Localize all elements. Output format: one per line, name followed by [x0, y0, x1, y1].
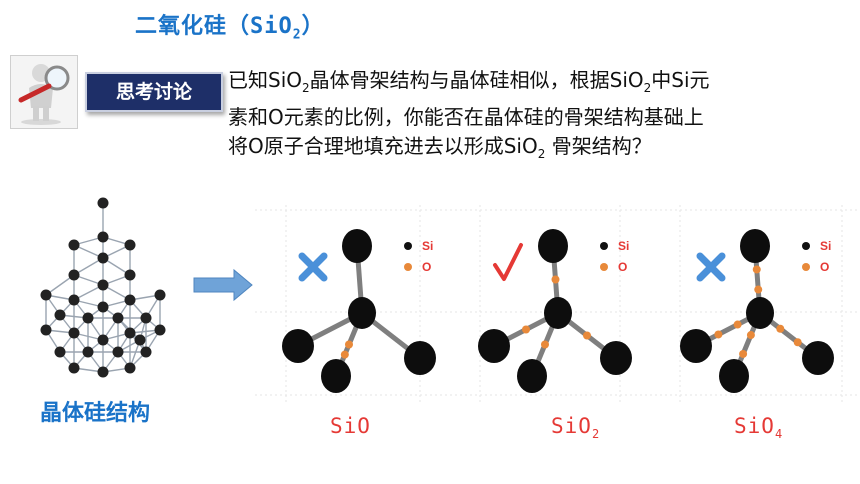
legend-o-dot — [404, 263, 412, 271]
legend-si-dot — [600, 242, 608, 250]
si-atom — [342, 229, 372, 263]
lattice-atom — [54, 346, 66, 358]
si-atom — [282, 329, 314, 363]
legend-o-label: O — [820, 260, 829, 274]
question-text: 已知SiO2晶体骨架结构与晶体硅相似，根据SiO2中Si元 素和O元素的比例，你… — [228, 66, 848, 169]
lattice-atom — [97, 231, 109, 243]
lattice-bond — [73, 257, 104, 276]
lattice-atom — [54, 309, 66, 321]
o-atom — [522, 325, 530, 334]
si-atom — [404, 341, 436, 375]
title-paren-close: ） — [301, 14, 325, 39]
lattice-atom — [68, 239, 80, 251]
lattice-atom — [40, 289, 52, 301]
si-atom — [746, 297, 774, 329]
o-atom — [714, 330, 723, 339]
si-atom — [321, 359, 351, 393]
lattice-atom — [82, 346, 94, 358]
title-formula-sub: 2 — [292, 27, 302, 43]
question-line-3: 将O原子合理地填充进去以形成SiO2 骨架结构？ — [228, 134, 652, 161]
lattice-atom — [40, 324, 52, 336]
lattice-atom — [124, 239, 136, 251]
si-atom — [517, 359, 547, 393]
caption-sio4: SiO4 — [734, 414, 784, 442]
lattice-atom — [97, 197, 109, 209]
si-atom — [544, 297, 572, 329]
legend-o-label: O — [618, 260, 627, 274]
o-atom — [793, 338, 802, 347]
panel-sio4: SiO — [680, 229, 834, 393]
lattice-atom — [68, 362, 80, 374]
legend-si-dot — [404, 242, 412, 250]
panel-sio: SiO — [282, 229, 436, 393]
thinking-figure-icon — [10, 55, 78, 129]
panel-sio2: SiO — [478, 229, 632, 393]
caption-sio2: SiO2 — [551, 414, 601, 442]
lattice-atom — [154, 289, 166, 301]
lattice-atom — [134, 334, 146, 346]
lattice-bond — [45, 274, 75, 296]
lattice-atom — [68, 269, 80, 281]
cross-mark-icon — [696, 252, 726, 282]
si-atom — [348, 297, 376, 329]
magnifier-icon — [18, 64, 70, 125]
si-atom — [802, 341, 834, 375]
si-atom — [719, 359, 749, 393]
lattice-atom — [124, 362, 136, 374]
lattice-atom — [68, 327, 80, 339]
legend-si-label: Si — [422, 239, 433, 253]
o-atom — [340, 350, 349, 359]
lattice-atom — [112, 312, 124, 324]
legend-o-label: O — [422, 260, 431, 274]
title-paren-open: （ — [227, 14, 251, 39]
lattice-atom — [97, 366, 109, 378]
check-mark-icon — [493, 243, 523, 281]
legend-o-dot — [600, 263, 608, 271]
lattice-atom — [140, 346, 152, 358]
silicon-crystal-lattice — [40, 197, 166, 378]
lattice-atom — [97, 279, 109, 291]
lattice-atom — [68, 294, 80, 306]
question-line-2: 素和O元素的比例，你能否在晶体硅的骨架结构基础上 — [228, 105, 704, 129]
o-atom — [733, 320, 742, 329]
si-atom — [740, 229, 770, 263]
si-atom — [600, 341, 632, 375]
lattice-atom — [97, 334, 109, 346]
o-atom — [541, 340, 549, 349]
lattice-atom — [124, 327, 136, 339]
title-text: 二氧化硅 — [135, 14, 228, 39]
lattice-atom — [97, 301, 109, 313]
lattice-atom — [154, 324, 166, 336]
o-atom — [551, 275, 560, 284]
si-atom — [680, 329, 712, 363]
lattice-atom — [82, 312, 94, 324]
crystal-silicon-label: 晶体硅结构 — [40, 401, 151, 426]
lattice-atom — [112, 346, 124, 358]
o-atom — [752, 265, 761, 274]
discussion-badge: 思考讨论 — [85, 72, 223, 112]
si-atom — [478, 329, 510, 363]
o-atom — [776, 324, 785, 333]
legend-si-dot — [802, 242, 810, 250]
lattice-atom — [140, 312, 152, 324]
lattice-atom — [124, 269, 136, 281]
o-atom — [345, 340, 353, 349]
si-atom — [538, 229, 568, 263]
right-arrow-icon — [193, 268, 253, 302]
legend-si-label: Si — [820, 239, 831, 253]
o-atom — [754, 285, 763, 294]
legend-o-dot — [802, 263, 810, 271]
page-title: 二氧化硅（SiO2） — [135, 8, 325, 42]
o-atom — [739, 349, 748, 358]
o-atom — [583, 331, 591, 340]
question-line-1: 已知SiO2晶体骨架结构与晶体硅相似，根据SiO2中Si元 — [228, 68, 710, 95]
o-atom — [746, 331, 755, 340]
lattice-atom — [97, 252, 109, 264]
caption-sio: SiO — [330, 414, 371, 438]
legend-si-label: Si — [618, 239, 629, 253]
cross-mark-icon — [298, 252, 328, 282]
title-formula: SiO — [250, 14, 293, 39]
lattice-atom — [124, 294, 136, 306]
